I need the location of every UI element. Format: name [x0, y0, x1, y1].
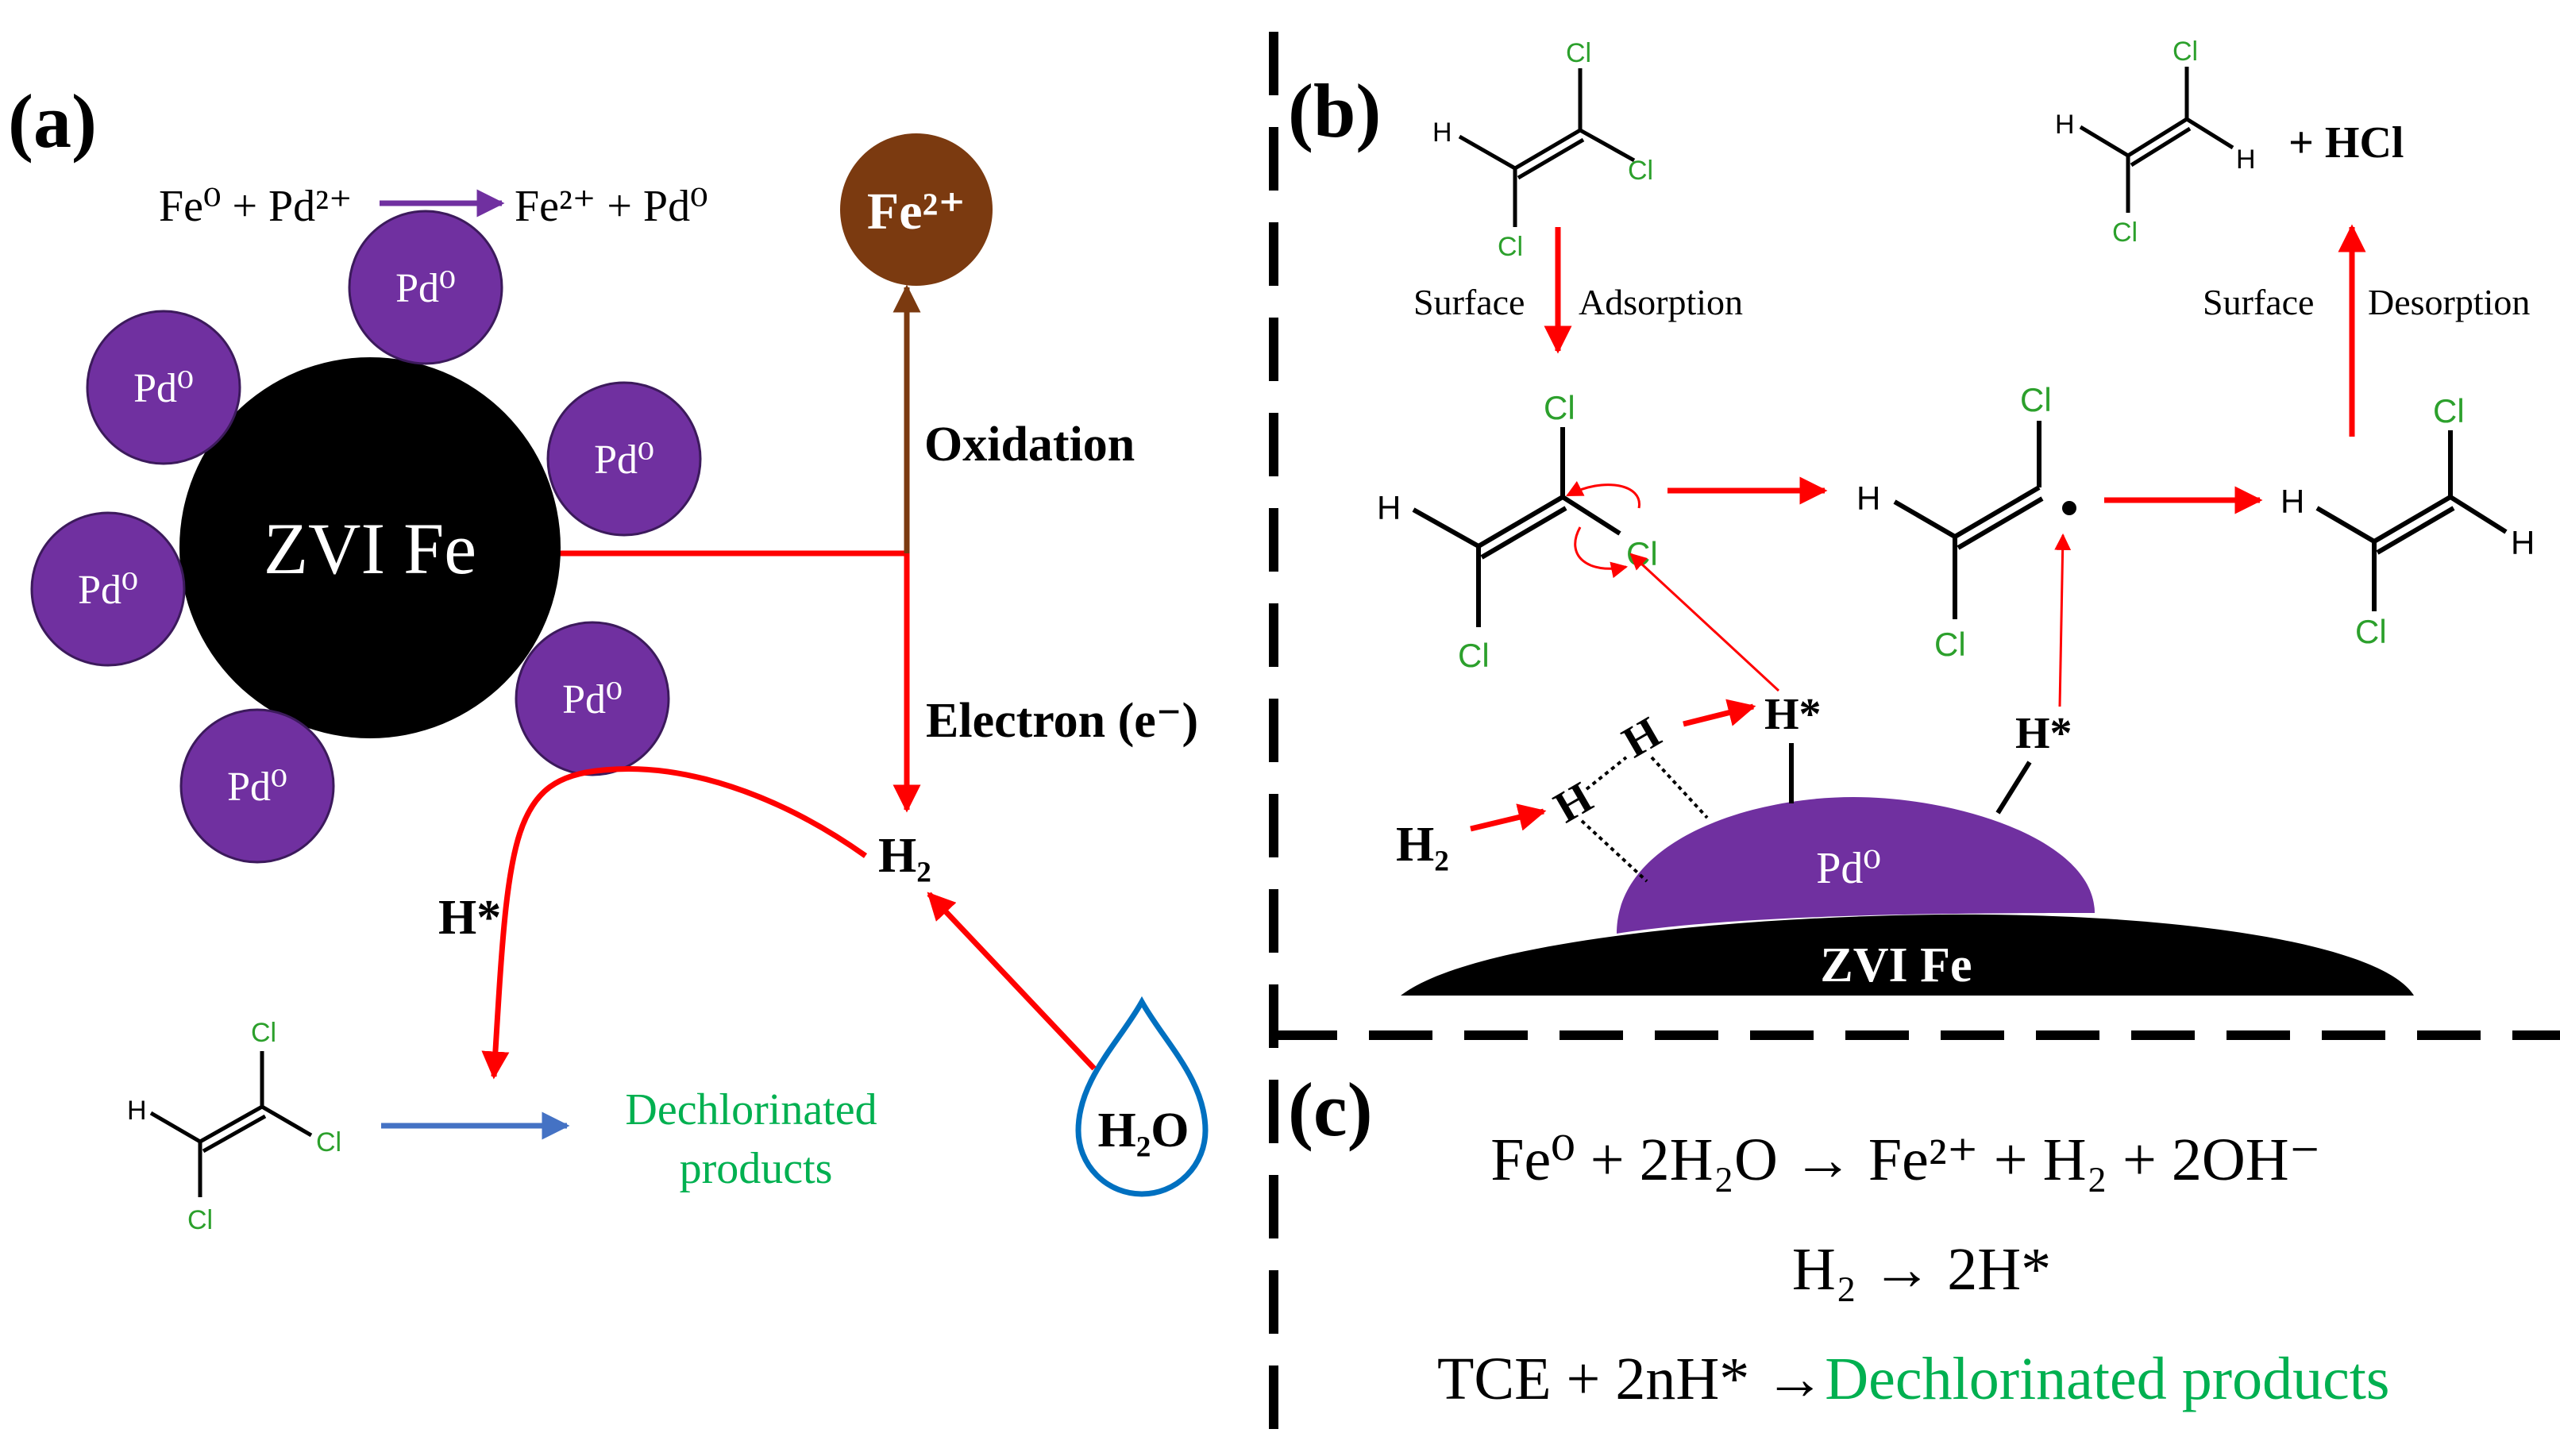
water-drop-icon — [1075, 996, 1209, 1197]
radical-dot — [2062, 501, 2076, 515]
fe2-ion-label: Fe²⁺ — [867, 183, 966, 241]
atom-h: H — [2280, 483, 2304, 520]
equation-1: Fe⁰ + 2H₂O → Fe²⁺ + H₂ + 2OH⁻ — [1490, 1127, 2320, 1193]
dechlorinated-products-line1: Dechlorinated — [625, 1085, 877, 1134]
atom-cl: Cl — [1934, 626, 1966, 663]
adsorption-label: Adsorption — [1579, 282, 1743, 322]
atom-h: H — [2236, 144, 2256, 175]
h-migration-arrow — [1683, 699, 1756, 727]
h-star-label-b-2: H* — [2015, 709, 2072, 758]
h-star-label: H* — [438, 891, 501, 945]
pd-label: Pd⁰ — [395, 266, 456, 311]
atom-cl: Cl — [1628, 156, 1653, 186]
tce-molecule-a: H Cl Cl Cl — [127, 1018, 341, 1235]
pd-surface-label: Pd⁰ — [1816, 844, 1881, 893]
atom-cl: Cl — [2355, 613, 2387, 650]
h2-approach-arrow — [1470, 803, 1547, 832]
atom-cl: Cl — [187, 1205, 213, 1235]
h-star-curve-arrow — [481, 765, 868, 1080]
equation-3: TCE + 2nH* →Dechlorinated products — [1437, 1346, 2390, 1412]
pd-particle — [348, 210, 503, 365]
panel-label-c: (c) — [1288, 1067, 1373, 1152]
atom-h: H — [1377, 489, 1401, 526]
panel-label-b: (b) — [1288, 68, 1381, 153]
zvi-surface — [1401, 914, 2414, 996]
zvi-surface-label: ZVI Fe — [1820, 938, 1972, 992]
pd-label: Pd⁰ — [562, 677, 623, 722]
atom-h: H — [1432, 117, 1452, 148]
equation-2: H₂ → 2H* — [1792, 1236, 2051, 1303]
atom-h: H — [1856, 480, 1880, 517]
water-to-h2-arrow — [927, 892, 1097, 1071]
pd-particles: Pd⁰ Pd⁰ Pd⁰ Pd⁰ Pd⁰ Pd⁰ — [30, 210, 702, 864]
atom-cl: Cl — [251, 1018, 276, 1048]
atom-h: H — [1546, 772, 1601, 832]
hcl-label: + HCl — [2288, 118, 2404, 168]
reaction-left: Fe⁰ + Pd²⁺ — [159, 182, 353, 231]
atom-cl: Cl — [316, 1127, 341, 1157]
atom-cl: Cl — [2112, 218, 2138, 248]
pd-label: Pd⁰ — [133, 366, 194, 411]
pd-label: Pd⁰ — [594, 437, 654, 483]
desorption-label: Desorption — [2368, 282, 2530, 322]
zvi-particle — [179, 357, 561, 738]
pd-label: Pd⁰ — [227, 765, 287, 810]
atom-h: H — [2055, 110, 2075, 140]
h2-label-b: H₂ — [1396, 818, 1449, 872]
h2-label: H₂ — [878, 829, 931, 883]
atom-cl: Cl — [1544, 389, 1575, 426]
radical-intermediate-molecule: H Cl Cl — [1856, 381, 2076, 663]
fe2-ion-circle — [840, 133, 993, 286]
pd-particle — [546, 381, 702, 537]
electron-label: Electron (e⁻) — [926, 694, 1198, 748]
dechlorinated-products-line2: products — [680, 1144, 833, 1193]
h-star-bond-2 — [1995, 761, 2032, 815]
panel-label-a: (a) — [8, 79, 97, 164]
h-star-label-b-1: H* — [1764, 690, 1822, 739]
pd-particle — [86, 310, 241, 465]
electron-push-arrow-lower — [1574, 526, 1629, 579]
zvi-label: ZVI Fe — [264, 508, 476, 589]
atom-h: H — [2511, 524, 2535, 561]
adsorption-surface-label: Surface — [1413, 282, 1525, 322]
atom-cl: Cl — [1458, 637, 1490, 674]
atom-cl: Cl — [2433, 392, 2465, 429]
tce-molecule-free: H Cl Cl Cl — [1432, 38, 1653, 262]
reaction-right: Fe²⁺ + Pd⁰ — [515, 182, 708, 231]
h2o-label: H₂O — [1097, 1104, 1189, 1157]
atom-cl: Cl — [1566, 38, 1591, 68]
dce-molecule-adsorbed: H Cl Cl H — [2280, 392, 2535, 650]
pd-particle — [179, 708, 335, 864]
pd-particle — [30, 511, 186, 667]
dce-product-molecule: H Cl Cl H — [2055, 37, 2256, 248]
h-transfer-arrow-1 — [1629, 553, 1780, 692]
oxidation-label: Oxidation — [924, 418, 1135, 472]
desorption-surface-label: Surface — [2203, 282, 2314, 322]
electron-push-arrow-upper — [1566, 480, 1640, 509]
atom-cl: Cl — [2173, 37, 2198, 67]
equation-3-products: Dechlorinated products — [1825, 1346, 2389, 1412]
atom-cl: Cl — [1626, 535, 1658, 572]
equation-3-reactants: TCE + 2nH* → — [1437, 1346, 1825, 1412]
atom-cl: Cl — [2020, 381, 2052, 418]
pd-surface — [1617, 797, 2095, 934]
pd-particle — [515, 621, 670, 776]
h-transfer-arrow-2 — [2054, 533, 2072, 707]
tce-molecule-adsorbed: H Cl Cl Cl — [1377, 389, 1658, 674]
atom-h: H — [1614, 707, 1669, 767]
atom-h: H — [127, 1096, 147, 1126]
pd-label: Pd⁰ — [78, 568, 138, 613]
atom-cl: Cl — [1498, 232, 1523, 262]
